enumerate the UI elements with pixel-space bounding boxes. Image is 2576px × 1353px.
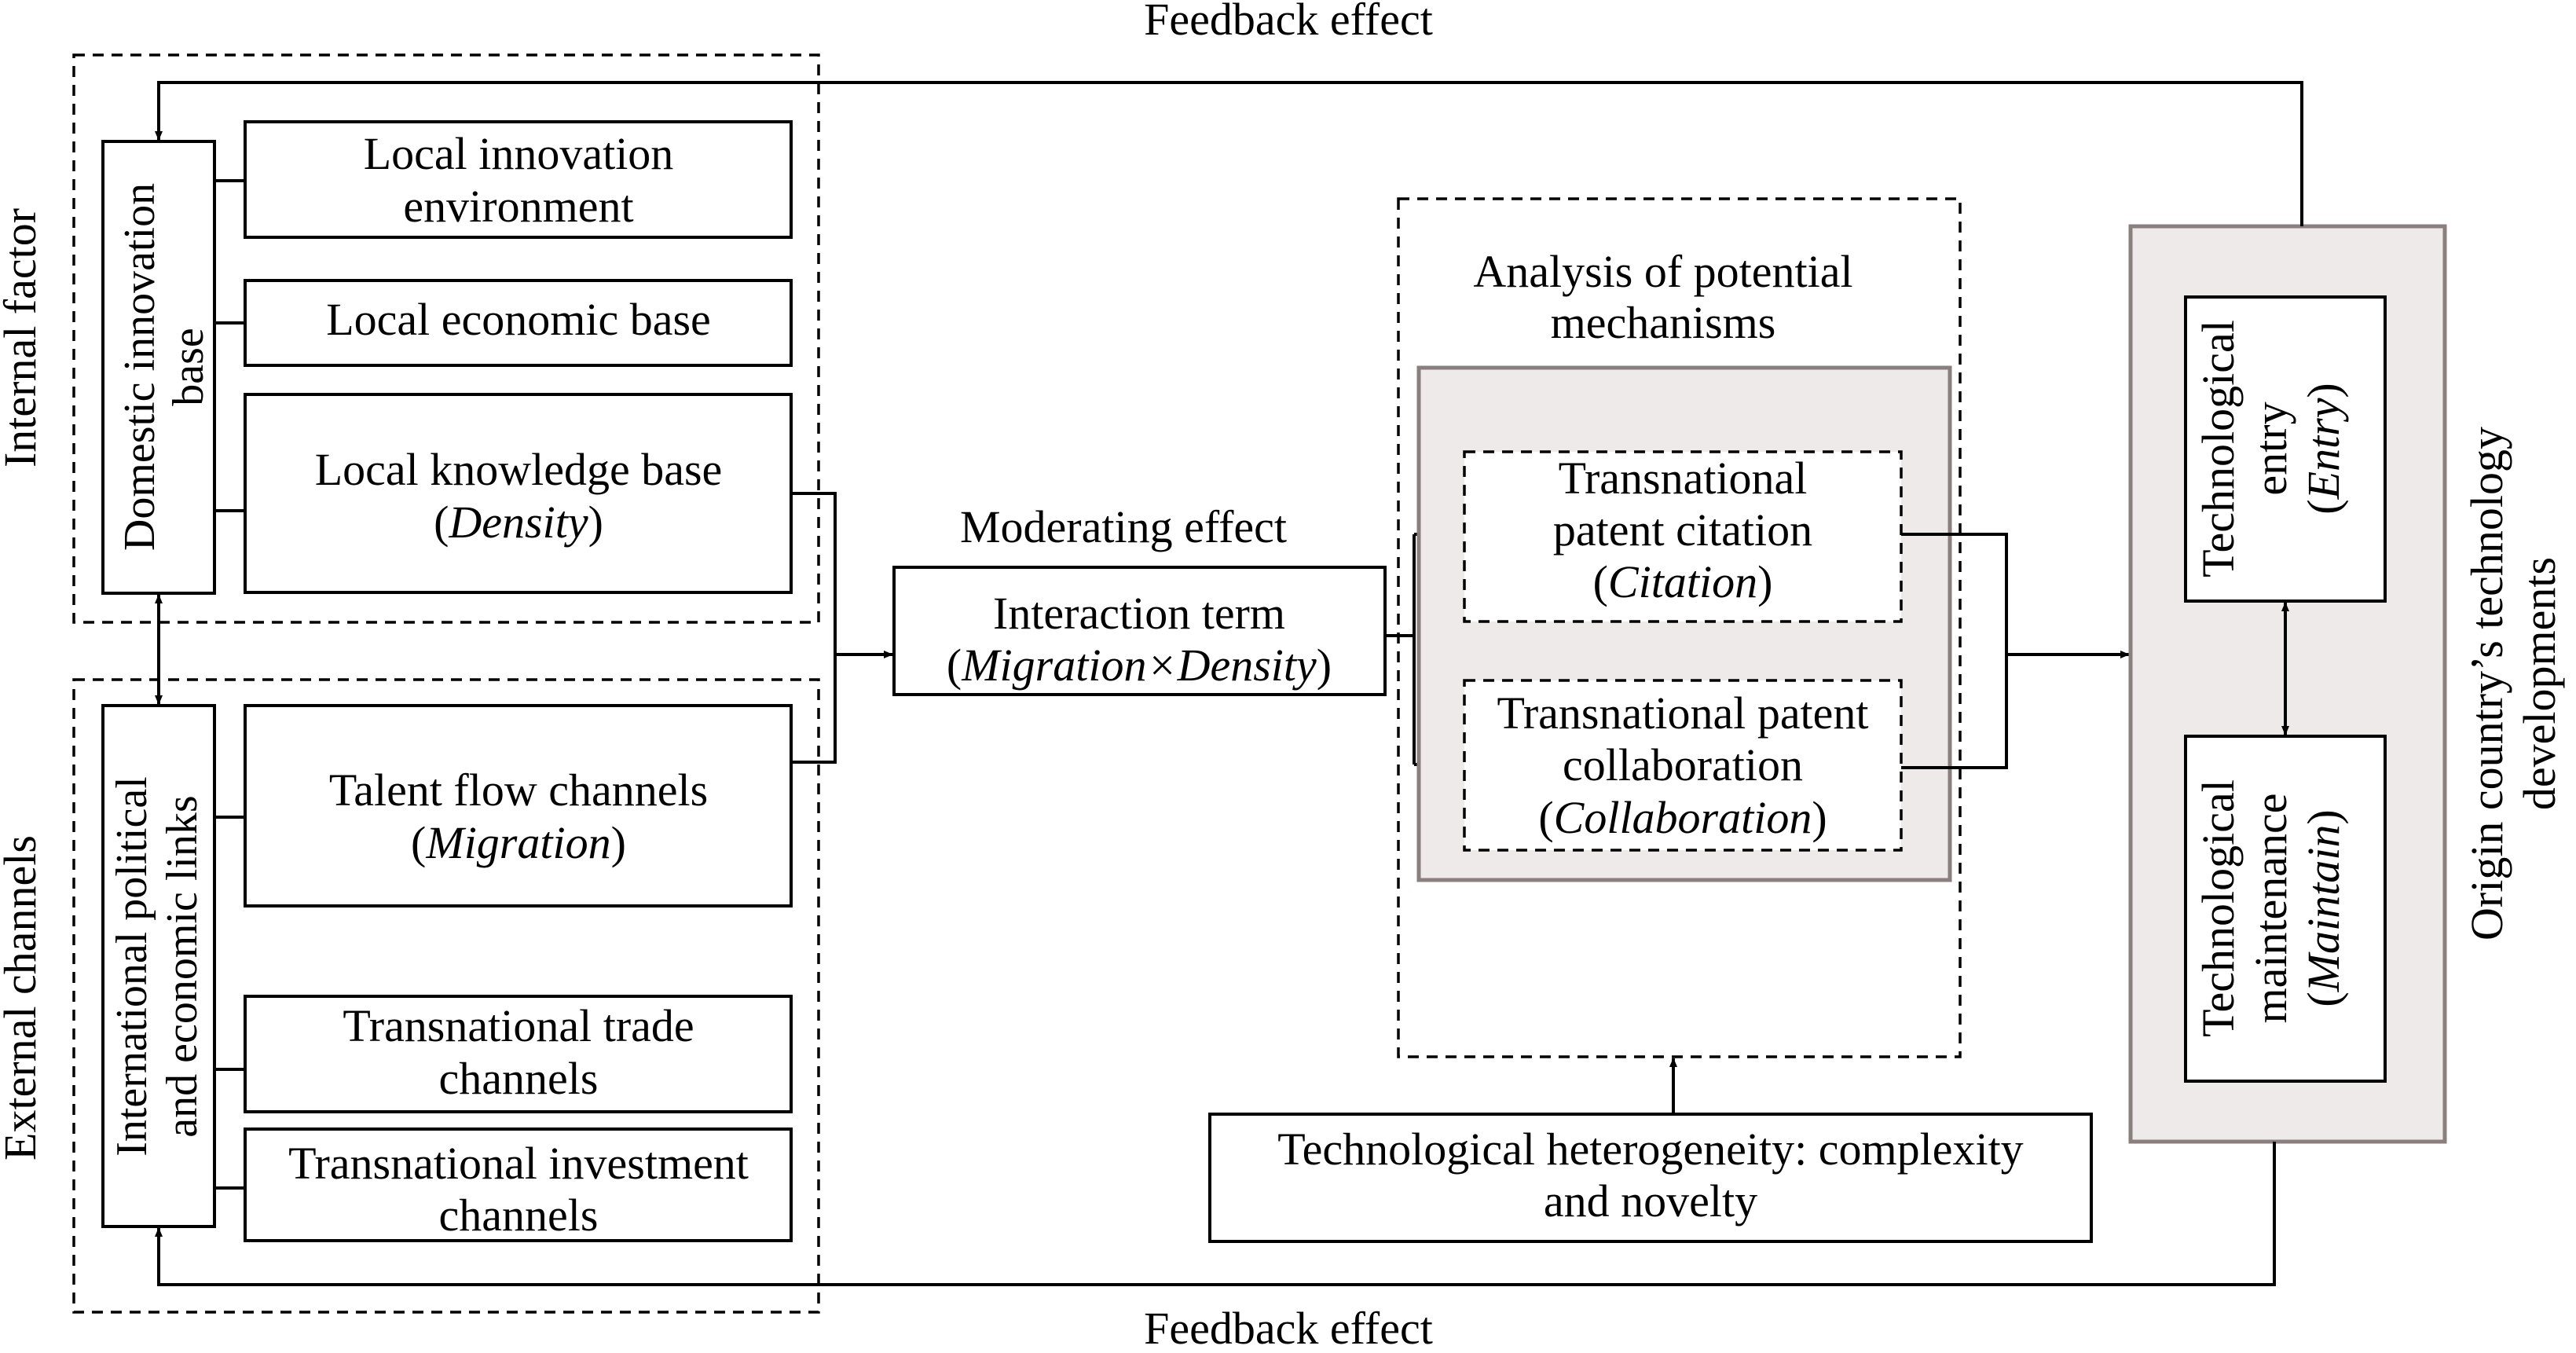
external-channels-group: [72, 678, 820, 1314]
talent-line-1: Talent flow channels: [329, 764, 708, 816]
econ-line: Local economic base: [326, 294, 711, 345]
investment-channels-box: [244, 1128, 793, 1242]
heterogeneity-line-2: and novelty: [1544, 1175, 1757, 1226]
local-economic-base-box: [244, 279, 793, 367]
migration-var: Migration: [425, 817, 610, 868]
interaction-term-box: [892, 566, 1387, 696]
maintain-var-line: (Maintain): [2298, 809, 2349, 1006]
local-knowledge-base-box: [244, 393, 793, 594]
domestic-innovation-base-box: [101, 140, 216, 595]
citation-line-1: Transnational: [1559, 453, 1808, 504]
collaboration-box: [1463, 679, 1903, 852]
talent-flow-box: [244, 704, 793, 908]
env-line-2: environment: [403, 181, 633, 232]
local-innovation-environment-box: [244, 120, 793, 239]
citation-line-2: patent citation: [1553, 504, 1812, 556]
technological-entry-box: [2184, 295, 2387, 603]
technological-maintenance-box: [2184, 735, 2387, 1083]
moderating-title: Moderating effect: [960, 501, 1287, 552]
feedback-bottom-line: [155, 1142, 2276, 1286]
entry-var: Entry: [2298, 398, 2349, 500]
env-line-1: Local innovation: [364, 128, 674, 179]
invest-line-2: channels: [439, 1190, 599, 1241]
heterogeneity-line-1: Technological heterogeneity: complexity: [1277, 1124, 2023, 1175]
interaction-var: Migration×Density: [961, 640, 1317, 691]
heterogeneity-box: [1208, 1113, 2093, 1243]
merge-bracket: [1901, 533, 2008, 769]
knowledge-bracket: [791, 492, 837, 764]
external-channels-label: External channels: [0, 835, 46, 1160]
citation-var: Citation: [1608, 556, 1757, 607]
feedback-top-line: [155, 81, 2303, 226]
density-var: Density: [448, 497, 588, 548]
outcome-label-2: developments: [2514, 557, 2565, 810]
knowledge-line-1: Local knowledge base: [315, 444, 723, 495]
maintain-line-1: Technological: [2193, 779, 2244, 1037]
domestic-base-label-1: Domestic innovation: [115, 183, 164, 551]
talent-var-line: (Migration): [411, 817, 626, 868]
trade-channels-box: [244, 995, 793, 1113]
knowledge-var-line: (Density): [434, 497, 603, 548]
entry-line-1: Technological: [2193, 320, 2244, 578]
domestic-base-label-2: base: [164, 328, 213, 406]
feedback-bottom-label: Feedback effect: [1144, 1303, 1433, 1353]
feedback-top-label: Feedback effect: [1144, 0, 1433, 45]
outcome-label-1: Origin country’s technology: [2461, 427, 2512, 940]
trade-line-1: Transnational trade: [343, 1000, 694, 1051]
links-label-1: International political: [108, 776, 156, 1157]
citation-var-line: (Citation): [1593, 556, 1773, 607]
entry-var-line: (Entry): [2298, 383, 2349, 515]
entry-line-2: entry: [2245, 402, 2296, 495]
internal-factor-label: Internal factor: [0, 208, 46, 468]
interaction-var-line: (Migration×Density): [947, 640, 1332, 691]
mechanisms-title-1: Analysis of potential: [1473, 246, 1852, 297]
collaboration-var: Collaboration: [1554, 792, 1812, 843]
interaction-line-1: Interaction term: [993, 588, 1285, 639]
internal-factor-group: [72, 53, 820, 624]
citation-box: [1463, 450, 1903, 623]
mechanisms-group: [1397, 197, 1962, 1058]
maintain-var: Maintain: [2298, 825, 2349, 993]
invest-line-1: Transnational investment: [288, 1138, 749, 1189]
trade-line-2: channels: [439, 1053, 599, 1104]
maintain-line-2: maintenance: [2245, 793, 2296, 1023]
collab-line-2: collaboration: [1563, 739, 1803, 790]
collab-var-line: (Collaboration): [1538, 792, 1827, 843]
links-label-2: and economic links: [158, 795, 207, 1137]
international-links-box: [101, 704, 216, 1228]
collab-line-1: Transnational patent: [1497, 688, 1868, 739]
mechanisms-title-2: mechanisms: [1551, 297, 1776, 348]
